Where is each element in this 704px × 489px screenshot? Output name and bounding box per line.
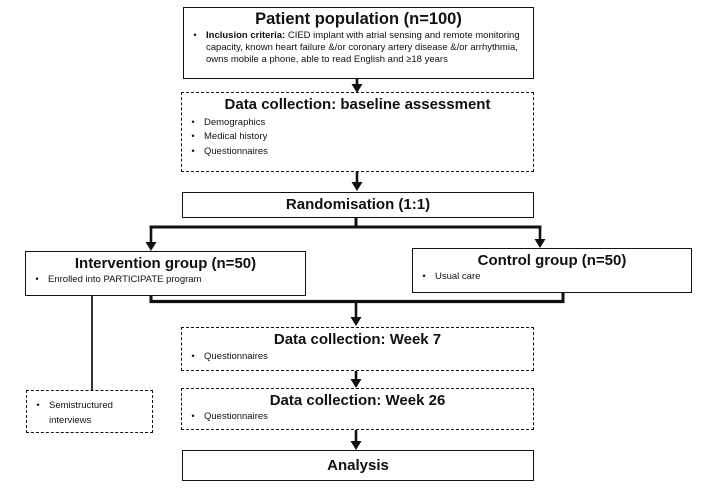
control-group-title: Control group (n=50) [477, 252, 627, 269]
analysis-box: Analysis [182, 450, 534, 481]
semistructured-interviews-box: Semistructured interviews [26, 390, 153, 433]
week7-bullet: Questionnaires [182, 351, 533, 363]
intervention-bullet-text: Enrolled into PARTICIPATE program [48, 274, 202, 285]
bullet-marker-icon [413, 271, 435, 283]
baseline-bullet-demographics: Demographics [182, 117, 533, 129]
inclusion-criteria-body: CIED implant with atrial sensing and rem… [206, 29, 520, 66]
patient-population-box: Patient population (n=100) Inclusion cri… [183, 7, 534, 79]
randomisation-box: Randomisation (1:1) [182, 192, 534, 218]
bullet-marker-icon [182, 146, 204, 158]
control-bullet-text: Usual care [435, 271, 481, 282]
control-bullet: Usual care [413, 271, 691, 283]
interviews-bullet-text: Semistructured interviews [49, 400, 113, 426]
bullet-marker-icon [182, 411, 204, 423]
inclusion-criteria-bullet: Inclusion criteria: CIED implant with at… [184, 30, 533, 67]
inclusion-criteria-label: Inclusion criteria: [206, 29, 286, 41]
control-group-box: Control group (n=50) Usual care [412, 248, 692, 293]
week26-bullet: Questionnaires [182, 411, 533, 423]
bullet-marker-icon [182, 351, 204, 363]
baseline-bullet-text: Demographics [204, 117, 266, 128]
intervention-bullet: Enrolled into PARTICIPATE program [26, 274, 305, 286]
baseline-assessment-title: Data collection: baseline assessment [224, 96, 491, 113]
week26-bullet-text: Questionnaires [204, 411, 268, 422]
interviews-bullet: Semistructured interviews [27, 399, 152, 428]
baseline-bullet-text: Questionnaires [204, 145, 268, 157]
bullet-marker-icon [26, 274, 48, 286]
week26-box: Data collection: Week 26 Questionnaires [181, 388, 534, 430]
week7-box: Data collection: Week 7 Questionnaires [181, 327, 534, 371]
intervention-group-title: Intervention group (n=50) [74, 255, 257, 272]
week26-title: Data collection: Week 26 [269, 392, 446, 409]
bullet-marker-icon [184, 30, 206, 42]
analysis-title: Analysis [327, 456, 389, 474]
week7-bullet-text: Questionnaires [204, 351, 268, 362]
inclusion-criteria-text: Inclusion criteria: CIED implant with at… [206, 30, 533, 67]
patient-population-title: Patient population (n=100) [255, 10, 462, 28]
baseline-bullet-text: Medical history [204, 131, 268, 143]
baseline-bullet-medical-history: Medical history [182, 131, 533, 143]
bullet-marker-icon [27, 399, 49, 414]
week7-title: Data collection: Week 7 [273, 331, 442, 348]
intervention-group-box: Intervention group (n=50) Enrolled into … [25, 251, 306, 296]
baseline-bullet-questionnaires: Questionnaires [182, 146, 533, 158]
randomisation-title: Randomisation (1:1) [285, 196, 431, 213]
bullet-marker-icon [182, 131, 204, 143]
baseline-assessment-box: Data collection: baseline assessment Dem… [181, 92, 534, 172]
bullet-marker-icon [182, 117, 204, 129]
